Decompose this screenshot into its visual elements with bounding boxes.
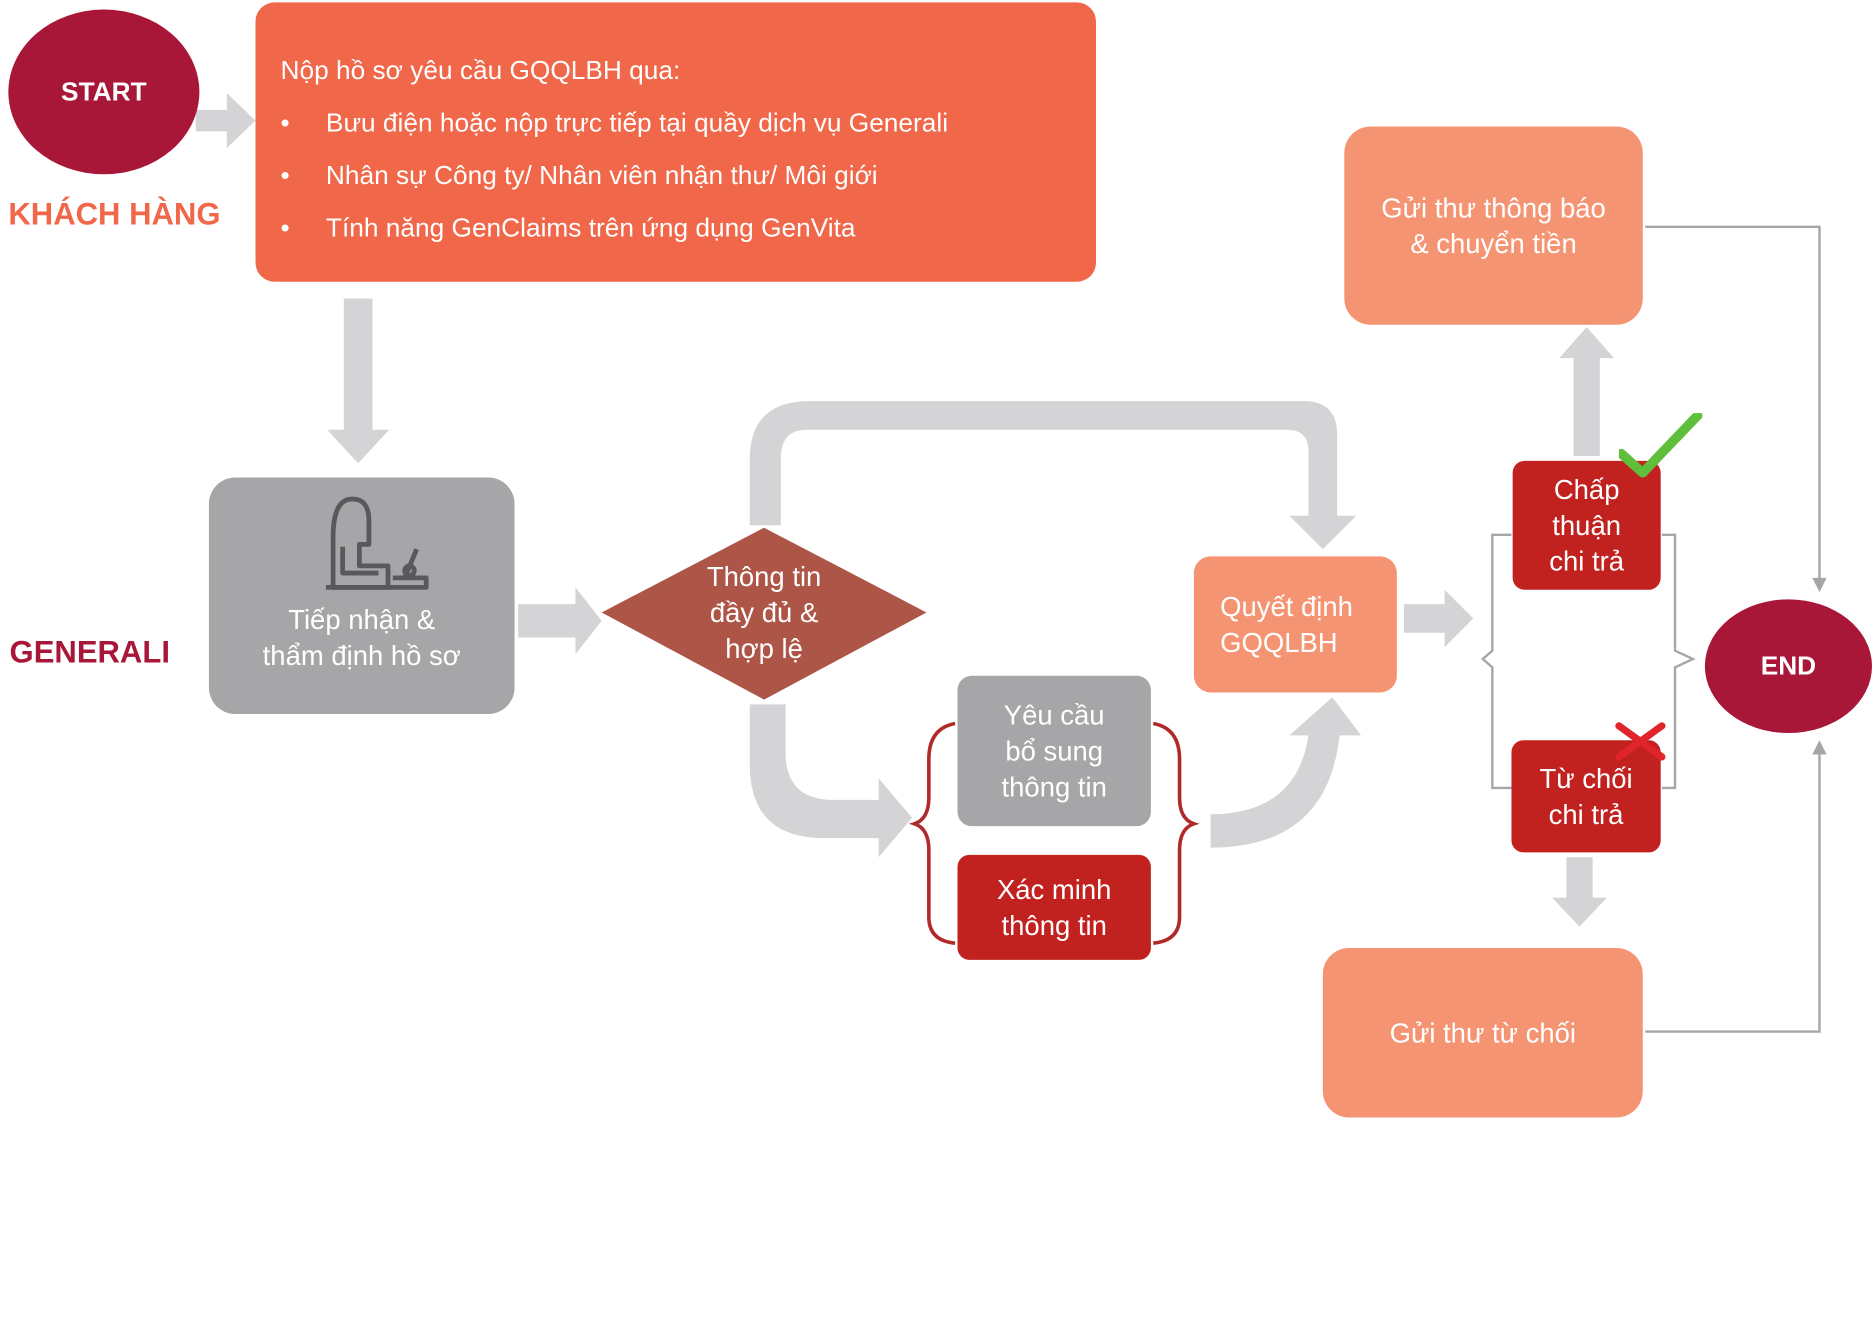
bullet-icon: • xyxy=(280,159,290,190)
check-to-decision-loop-arrow xyxy=(749,401,1357,550)
start-arrow xyxy=(195,93,256,149)
request-more-label: Yêu cầu bổ sung thông tin xyxy=(1001,699,1107,803)
reject-letter-label: Gửi thư từ chối xyxy=(1389,1017,1576,1049)
submit-channel-list: • Bưu điện hoặc nộp trực tiếp tại quầy dị… xyxy=(281,107,948,265)
check-to-branch-arrow xyxy=(749,704,913,858)
lane-customer-label: KHÁCH HÀNG xyxy=(8,195,221,232)
check-step-label: Thông tin đầy đủ & hợp lệ xyxy=(706,561,822,664)
decision-to-outcome-arrow xyxy=(1404,589,1474,648)
bullet-icon: • xyxy=(280,212,290,243)
approve-step: Chấp thuận chi trả xyxy=(1512,460,1661,590)
submit-channel-text: Nhân sự Công ty/ Nhân viên nhận thư/ Môi… xyxy=(325,159,878,190)
approve-label: Chấp thuận chi trả xyxy=(1549,473,1625,577)
submit-title: Nộp hồ sơ yêu cầu GQQLBH qua: xyxy=(280,54,681,85)
reject-down-arrow xyxy=(1552,857,1607,927)
check-diamond xyxy=(601,527,927,700)
verify-step: Xác minh thông tin xyxy=(957,854,1151,960)
right-brace xyxy=(1152,721,1200,945)
receive-step-label: Tiếp nhận & thẩm định hồ sơ xyxy=(262,604,461,671)
branch-to-decision-arrow xyxy=(1210,697,1362,848)
end-label: END xyxy=(1760,650,1817,681)
submit-down-arrow xyxy=(327,298,390,464)
decision-label: Quyết định GQQLBH xyxy=(1220,590,1353,658)
start-label: START xyxy=(61,76,147,107)
reject-letter-step: Gửi thư từ chối xyxy=(1322,947,1643,1118)
end-node: END xyxy=(1704,599,1872,734)
submit-channel-item: • Bưu điện hoặc nộp trực tiếp tại quầy dị… xyxy=(281,107,948,160)
submit-channel-item: • Nhân sự Công ty/ Nhân viên nhận thư/ Mô… xyxy=(281,160,948,213)
reject-label: Từ chối chi trả xyxy=(1539,762,1633,830)
desk-worker-icon xyxy=(325,496,429,590)
submit-channel-text: Tính năng GenClaims trên ứng dụng GenVit… xyxy=(325,212,856,243)
reject-letter-to-end-line xyxy=(1645,752,1821,1033)
receive-to-check-arrow xyxy=(518,587,602,655)
notify-to-end-line xyxy=(1645,225,1821,581)
reject-step: Từ chối chi trả xyxy=(1511,740,1661,853)
submit-channel-item: • Tính năng GenClaims trên ứng dụng GenVi… xyxy=(281,213,948,266)
notify-payment-step: Gửi thư thông báo & chuyển tiền xyxy=(1344,126,1643,325)
flow-connectors xyxy=(195,93,1827,1033)
check-icon xyxy=(1618,413,1703,478)
submit-channel-text: Bưu điện hoặc nộp trực tiếp tại quầy dịc… xyxy=(325,107,949,138)
bullet-icon: • xyxy=(280,107,290,138)
verify-label: Xác minh thông tin xyxy=(996,873,1112,941)
submit-channels-box: Nộp hồ sơ yêu cầu GQQLBH qua: • Bưu điện … xyxy=(255,2,1096,282)
lane-company-label: GENERALI xyxy=(9,633,170,670)
decision-step: Quyết định GQQLBH xyxy=(1193,556,1397,693)
request-more-step: Yêu cầu bổ sung thông tin xyxy=(957,675,1151,827)
cross-icon xyxy=(1615,722,1666,761)
notify-payment-label: Gửi thư thông báo & chuyển tiền xyxy=(1381,192,1606,260)
approve-up-arrow xyxy=(1559,327,1615,457)
outcome-left-brace xyxy=(1480,533,1512,790)
receive-step: Tiếp nhận & thẩm định hồ sơ xyxy=(208,477,515,714)
left-brace xyxy=(908,721,956,945)
outcome-right-brace xyxy=(1661,533,1696,790)
start-node: START xyxy=(8,9,200,175)
